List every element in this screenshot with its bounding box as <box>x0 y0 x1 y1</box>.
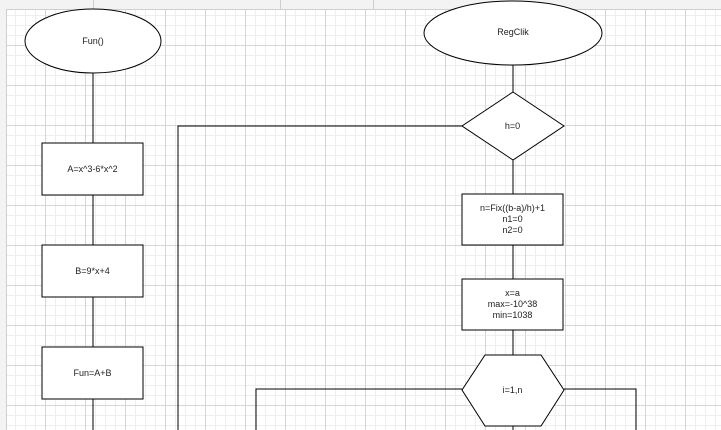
text-regclik: RegClik <box>497 26 529 37</box>
connector-loop-left <box>255 388 462 430</box>
text-loop: i=1,n <box>502 384 523 395</box>
text-min-line: min=1038 <box>492 310 533 320</box>
text-decision: h=0 <box>504 120 521 131</box>
left-ruler <box>0 9 7 430</box>
label-loop[interactable]: i=1,n <box>462 374 563 406</box>
process-a <box>41 142 144 196</box>
text-n-line: n=Fix((b-a)/h)+1 <box>479 203 546 213</box>
label-regclik[interactable]: RegClik <box>424 17 602 47</box>
process-init-x <box>461 278 564 331</box>
label-process-init-x[interactable]: x=a max=-10^38 min=1038 <box>462 279 563 330</box>
text-step-b: B=9*x+4 <box>75 265 110 276</box>
text-n1-line: n1=0 <box>502 214 523 224</box>
label-process-init-n[interactable]: n=Fix((b-a)/h)+1 n1=0 n2=0 <box>462 194 563 245</box>
text-step-fun: Fun=A+B <box>73 367 112 378</box>
text-step-a: A=x^3-6*x^2 <box>67 163 118 174</box>
decision-h <box>461 91 565 161</box>
text-fun-start: Fun() <box>82 35 104 46</box>
process-init-n <box>461 193 564 246</box>
label-step-fun[interactable]: Fun=A+B <box>42 347 143 399</box>
label-fun-start[interactable]: Fun() <box>25 9 161 73</box>
text-n2-line: n2=0 <box>502 225 523 235</box>
text-max-line: max=-10^38 <box>487 299 538 309</box>
connector-decision-yes-branch <box>177 125 462 430</box>
loop-hexagon <box>461 354 565 427</box>
top-ruler <box>0 0 721 10</box>
label-step-b[interactable]: B=9*x+4 <box>42 245 143 297</box>
text-x-line: x=a <box>505 288 520 298</box>
process-b <box>41 244 144 298</box>
process-fun <box>41 346 144 400</box>
label-decision[interactable]: h=0 <box>462 110 563 142</box>
terminator-fun <box>24 8 162 74</box>
terminator-regclik <box>423 0 603 66</box>
label-step-a[interactable]: A=x^3-6*x^2 <box>42 143 143 195</box>
connector-loop-right <box>564 388 637 430</box>
